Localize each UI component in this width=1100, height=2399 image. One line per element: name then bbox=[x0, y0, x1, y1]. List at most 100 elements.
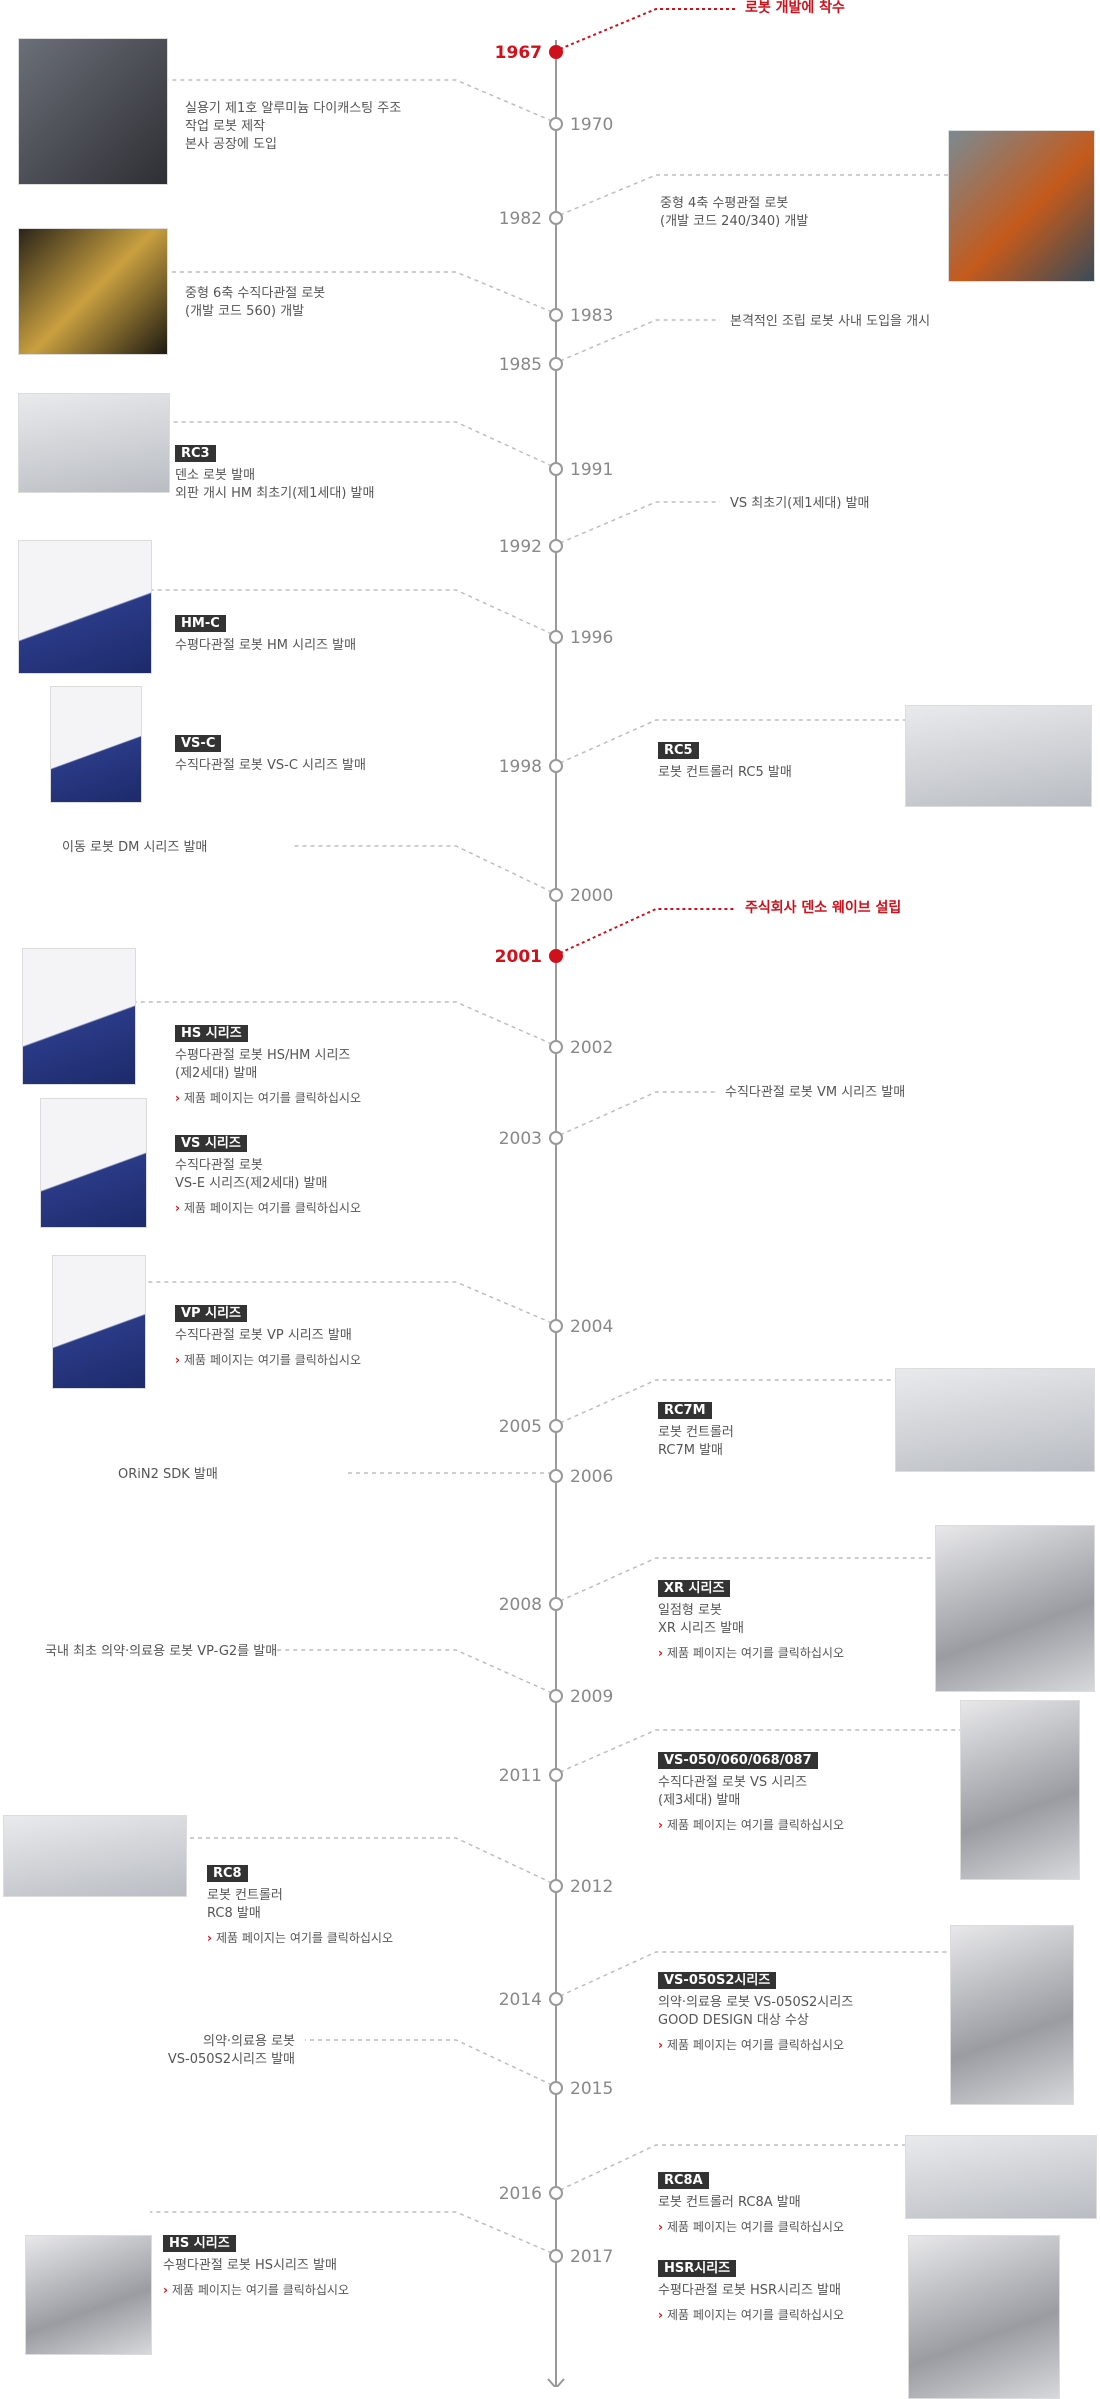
year-node-2003 bbox=[549, 1131, 563, 1145]
event-description: 이동 로봇 DM 시리즈 발매 bbox=[62, 840, 208, 855]
connector-2011 bbox=[559, 1729, 960, 1773]
event-description: 수직다관절 로봇 VS 시리즈 bbox=[658, 1775, 808, 1790]
year-label-2001: 2001 bbox=[495, 947, 542, 967]
year-nodes: 1967200119701982198319851991199219961998… bbox=[495, 43, 614, 2267]
year-node-2015 bbox=[549, 2081, 563, 2095]
milestone-label-2001: 주식회사 덴소 웨이브 설립 bbox=[745, 900, 902, 916]
year-label-2003: 2003 bbox=[499, 1129, 542, 1149]
product-image bbox=[905, 2135, 1097, 2219]
product-page-link[interactable]: ›제품 페이지는 여기를 클릭하십시오 bbox=[207, 1929, 393, 1947]
year-node-1996 bbox=[549, 630, 563, 644]
event-description: (제2세대) 발매 bbox=[175, 1066, 258, 1081]
year-node-1992 bbox=[549, 539, 563, 553]
event-description: 의약·의료용 로봇 bbox=[203, 2034, 295, 2049]
year-node-2014 bbox=[549, 1992, 563, 2006]
event-description: ORiN2 SDK 발매 bbox=[118, 1467, 218, 1482]
event-description: 중형 4축 수평관절 로봇 bbox=[660, 196, 789, 211]
product-badge: RC8A bbox=[658, 2172, 709, 2189]
event-description: 수평다관절 로봇 HS/HM 시리즈 bbox=[175, 1048, 351, 1063]
year-node-1998 bbox=[549, 759, 563, 773]
year-label-1970: 1970 bbox=[570, 115, 613, 135]
year-label-2009: 2009 bbox=[570, 1687, 613, 1707]
year-label-1982: 1982 bbox=[499, 209, 542, 229]
connector-2015 bbox=[305, 2039, 553, 2086]
product-image bbox=[18, 38, 168, 185]
product-badge: VS-C bbox=[175, 735, 222, 752]
product-image bbox=[960, 1700, 1080, 1880]
connector-2014 bbox=[559, 1951, 950, 1997]
event-description: 수직다관절 로봇 bbox=[175, 1158, 263, 1173]
timeline-end-arrow-icon bbox=[547, 2378, 565, 2387]
year-node-2008 bbox=[549, 1597, 563, 1611]
product-page-link[interactable]: ›제품 페이지는 여기를 클릭하십시오 bbox=[658, 2218, 844, 2236]
event-description: 의약·의료용 로봇 VS-050S2시리즈 bbox=[658, 1995, 854, 2010]
year-label-2011: 2011 bbox=[499, 1766, 542, 1786]
event-2009: 국내 최초 의약·의료용 로봇 VP-G2를 발매 bbox=[45, 1643, 277, 1661]
connector-2002 bbox=[134, 1001, 553, 1045]
year-label-2006: 2006 bbox=[570, 1467, 613, 1487]
event-description: (개발 코드 560) 개발 bbox=[185, 304, 305, 319]
product-image bbox=[950, 1925, 1074, 2105]
product-image bbox=[935, 1525, 1095, 1692]
product-page-link-text: 제품 페이지는 여기를 클릭하십시오 bbox=[183, 1091, 361, 1105]
connector-2000 bbox=[292, 845, 553, 893]
product-badge: XR 시리즈 bbox=[658, 1580, 731, 1597]
product-page-link[interactable]: ›제품 페이지는 여기를 클릭하십시오 bbox=[658, 2036, 853, 2054]
product-image bbox=[18, 393, 170, 493]
product-page-link[interactable]: ›제품 페이지는 여기를 클릭하십시오 bbox=[658, 1816, 844, 1834]
event-description: 덴소 로봇 발매 bbox=[175, 468, 256, 483]
year-label-2005: 2005 bbox=[499, 1417, 542, 1437]
product-image bbox=[895, 1368, 1095, 1472]
event-description: XR 시리즈 발매 bbox=[658, 1621, 745, 1636]
event-2006: ORiN2 SDK 발매 bbox=[118, 1466, 218, 1484]
chevron-right-icon: › bbox=[658, 1646, 663, 1660]
year-node-2016 bbox=[549, 2186, 563, 2200]
connector-1970 bbox=[166, 79, 553, 122]
year-node-2002 bbox=[549, 1040, 563, 1054]
product-page-link[interactable]: ›제품 페이지는 여기를 클릭하십시오 bbox=[658, 2306, 844, 2324]
event-description: 수직다관절 로봇 VM 시리즈 발매 bbox=[725, 1085, 906, 1100]
product-image bbox=[52, 1255, 146, 1389]
connector-1985 bbox=[559, 319, 720, 362]
product-page-link-text: 제품 페이지는 여기를 클릭하십시오 bbox=[666, 2220, 844, 2234]
year-node-1970 bbox=[549, 117, 563, 131]
connector-2004 bbox=[144, 1281, 553, 1324]
event-description: 일점형 로봇 bbox=[658, 1603, 722, 1618]
event-description: 외판 개시 HM 최초기(제1세대) 발매 bbox=[175, 486, 375, 501]
year-node-1985 bbox=[549, 357, 563, 371]
connector-1991 bbox=[168, 421, 553, 467]
event-1983: 중형 6축 수직다관절 로봇(개발 코드 560) 개발 bbox=[185, 285, 325, 321]
product-page-link[interactable]: ›제품 페이지는 여기를 클릭하십시오 bbox=[175, 1199, 361, 1217]
product-page-link[interactable]: ›제품 페이지는 여기를 클릭하십시오 bbox=[658, 1644, 844, 1662]
year-label-2016: 2016 bbox=[499, 2184, 542, 2204]
year-label-1996: 1996 bbox=[570, 628, 613, 648]
chevron-right-icon: › bbox=[207, 1931, 212, 1945]
product-image bbox=[22, 948, 136, 1085]
product-image bbox=[3, 1815, 187, 1897]
connector-1967 bbox=[559, 8, 735, 50]
connector-1996 bbox=[150, 589, 553, 635]
product-badge: RC7M bbox=[658, 1402, 712, 1419]
product-page-link[interactable]: ›제품 페이지는 여기를 클릭하십시오 bbox=[163, 2281, 349, 2299]
connector-2012 bbox=[185, 1837, 553, 1884]
product-image bbox=[25, 2235, 152, 2355]
connector-1998 bbox=[559, 719, 905, 764]
year-node-2009 bbox=[549, 1689, 563, 1703]
year-node-1983 bbox=[549, 308, 563, 322]
product-page-link-text: 제품 페이지는 여기를 클릭하십시오 bbox=[666, 2038, 844, 2052]
product-page-link[interactable]: ›제품 페이지는 여기를 클릭하십시오 bbox=[175, 1089, 361, 1107]
event-description: (개발 코드 240/340) 개발 bbox=[660, 214, 809, 229]
event-description: 작업 로봇 제작 bbox=[185, 119, 266, 134]
product-badge: RC5 bbox=[658, 742, 699, 759]
connector-2009 bbox=[275, 1649, 553, 1694]
product-page-link[interactable]: ›제품 페이지는 여기를 클릭하십시오 bbox=[175, 1351, 361, 1369]
